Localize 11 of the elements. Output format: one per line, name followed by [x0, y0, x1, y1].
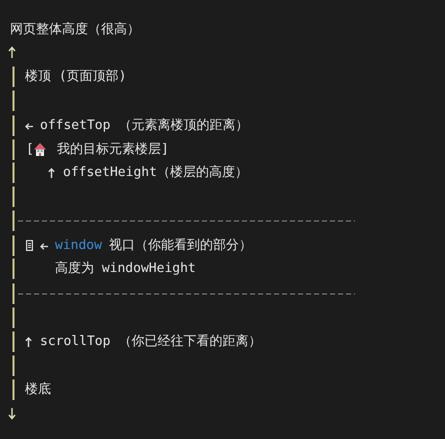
annotation-text: offsetHeight（楼层的高度） [63, 165, 248, 181]
bracket-text: [ [26, 142, 34, 158]
section-label: 楼底 [25, 382, 51, 398]
heading: 网页整体高度（很高） [10, 22, 140, 38]
annotation-text: scrollTop （你已经往下看的距离） [40, 334, 262, 350]
section-label: 楼顶 (页面顶部) [25, 69, 126, 85]
keyword-text: window [55, 238, 102, 254]
annotation-text: 视口（你能看到的部分） [109, 238, 252, 254]
element-label: 我的目标元素楼层] [57, 142, 169, 158]
annotation-text: 高度为 windowHeight [55, 261, 196, 277]
annotation-text: offsetTop （元素离楼顶的距离） [40, 118, 248, 134]
